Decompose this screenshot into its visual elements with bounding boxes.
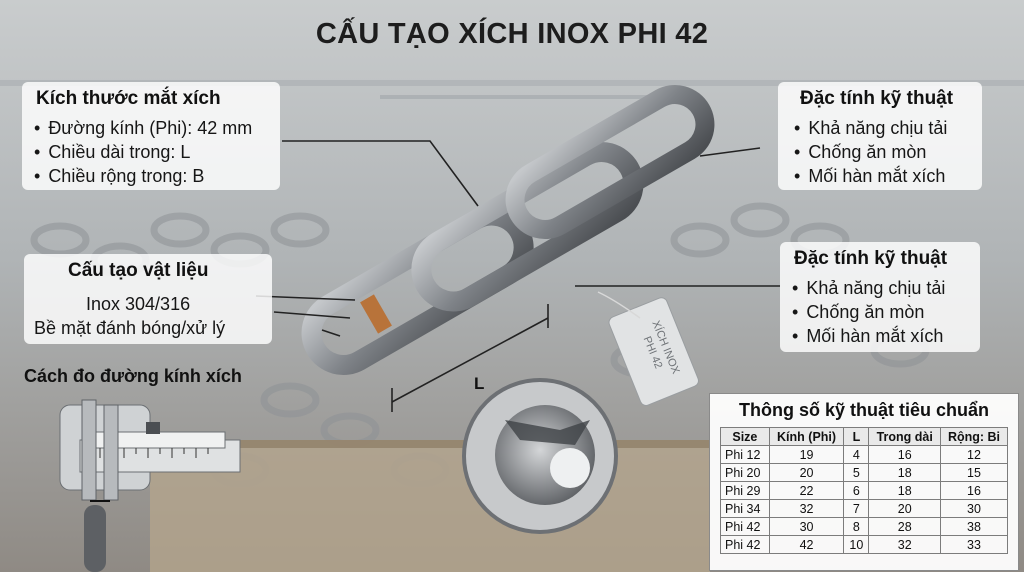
dimension-item: Chiều rộng trong: B bbox=[34, 164, 252, 188]
page-title: CẤU TẠO XÍCH INOX PHI 42 bbox=[315, 18, 709, 50]
material-panel: Cấu tạo vật liệu Inox 304/316 Bề mặt đán… bbox=[24, 254, 272, 344]
spec-table: Size Kính (Phi) L Trong dài Rộng: Bi Phi… bbox=[720, 427, 1009, 554]
link-dimensions-panel: Kích thước mắt xích Đường kính (Phi): 42… bbox=[22, 82, 280, 190]
features-heading: Đặc tính kỹ thuật bbox=[794, 248, 948, 269]
technical-features-panel-mid: Đặc tính kỹ thuật Khả năng chịu tải Chốn… bbox=[780, 242, 980, 352]
table-cell: 15 bbox=[939, 463, 1009, 482]
material-heading: Cấu tạo vật liệu bbox=[68, 260, 209, 281]
features-heading: Đặc tính kỹ thuật bbox=[800, 88, 954, 109]
spec-table-heading: Thông số kỹ thuật tiêu chuẩn bbox=[738, 400, 989, 420]
table-row: Phi 20 20 5 18 15 bbox=[720, 463, 1009, 482]
table-cell: 6 bbox=[843, 481, 870, 500]
technical-features-panel-top: Đặc tính kỹ thuật Khả năng chịu tải Chốn… bbox=[778, 82, 982, 190]
feature-item: Mối hàn mắt xích bbox=[794, 164, 947, 188]
length-dimension-label: L bbox=[474, 374, 485, 393]
table-row: Phi 42 42 10 32 33 bbox=[720, 535, 1009, 554]
table-cell: 8 bbox=[843, 517, 870, 536]
table-cell: 19 bbox=[768, 445, 845, 464]
table-cell: 20 bbox=[868, 499, 941, 518]
feature-item: Chống ăn mòn bbox=[792, 300, 945, 324]
column-header: Trong dài bbox=[868, 427, 941, 446]
table-row: Phi 12 19 4 16 12 bbox=[720, 445, 1009, 464]
table-row: Phi 29 22 6 18 16 bbox=[720, 481, 1009, 500]
table-cell: 32 bbox=[768, 499, 845, 518]
table-cell: 12 bbox=[939, 445, 1009, 464]
table-cell: Phi 20 bbox=[720, 463, 770, 482]
table-cell: Phi 34 bbox=[720, 499, 770, 518]
table-cell: 42 bbox=[768, 535, 845, 554]
caliper-heading: Cách đo đường kính xích bbox=[24, 366, 242, 386]
table-cell: 33 bbox=[939, 535, 1009, 554]
table-cell: 18 bbox=[868, 463, 941, 482]
material-line: Bề mặt đánh bóng/xử lý bbox=[34, 318, 226, 338]
table-cell: Phi 42 bbox=[720, 517, 770, 536]
table-header-row: Size Kính (Phi) L Trong dài Rộng: Bi bbox=[720, 427, 1009, 446]
table-row: Phi 34 32 7 20 30 bbox=[720, 499, 1009, 518]
table-cell: Phi 29 bbox=[720, 481, 770, 500]
dimension-item: Chiều dài trong: L bbox=[34, 140, 252, 164]
column-header: Rộng: Bi bbox=[939, 427, 1009, 446]
table-cell: 30 bbox=[768, 517, 845, 536]
table-cell: 10 bbox=[843, 535, 870, 554]
column-header: L bbox=[843, 427, 870, 446]
table-cell: Phi 42 bbox=[720, 535, 770, 554]
table-cell: 5 bbox=[843, 463, 870, 482]
spec-table-panel: Thông số kỹ thuật tiêu chuẩn Size Kính (… bbox=[709, 393, 1019, 571]
table-cell: 4 bbox=[843, 445, 870, 464]
feature-item: Chống ăn mòn bbox=[794, 140, 947, 164]
table-cell: 38 bbox=[939, 517, 1009, 536]
table-cell: 28 bbox=[868, 517, 941, 536]
column-header: Kính (Phi) bbox=[768, 427, 845, 446]
table-cell: 16 bbox=[939, 481, 1009, 500]
table-row: Phi 42 30 8 28 38 bbox=[720, 517, 1009, 536]
table-cell: 22 bbox=[768, 481, 845, 500]
dimension-item: Đường kính (Phi): 42 mm bbox=[34, 116, 252, 140]
material-line: Inox 304/316 bbox=[86, 294, 191, 314]
table-cell: Phi 12 bbox=[720, 445, 770, 464]
table-cell: 20 bbox=[768, 463, 845, 482]
feature-item: Khả năng chịu tải bbox=[792, 276, 945, 300]
caliper-illustration bbox=[59, 399, 241, 572]
table-cell: 7 bbox=[843, 499, 870, 518]
table-cell: 32 bbox=[868, 535, 941, 554]
feature-item: Mối hàn mắt xích bbox=[792, 324, 945, 348]
chain-illustration bbox=[301, 85, 715, 375]
column-header: Size bbox=[720, 427, 770, 446]
table-cell: 18 bbox=[868, 481, 941, 500]
table-cell: 30 bbox=[939, 499, 1009, 518]
link-dimensions-heading: Kích thước mắt xích bbox=[36, 88, 221, 109]
feature-item: Khả năng chịu tải bbox=[794, 116, 947, 140]
table-cell: 16 bbox=[868, 445, 941, 464]
